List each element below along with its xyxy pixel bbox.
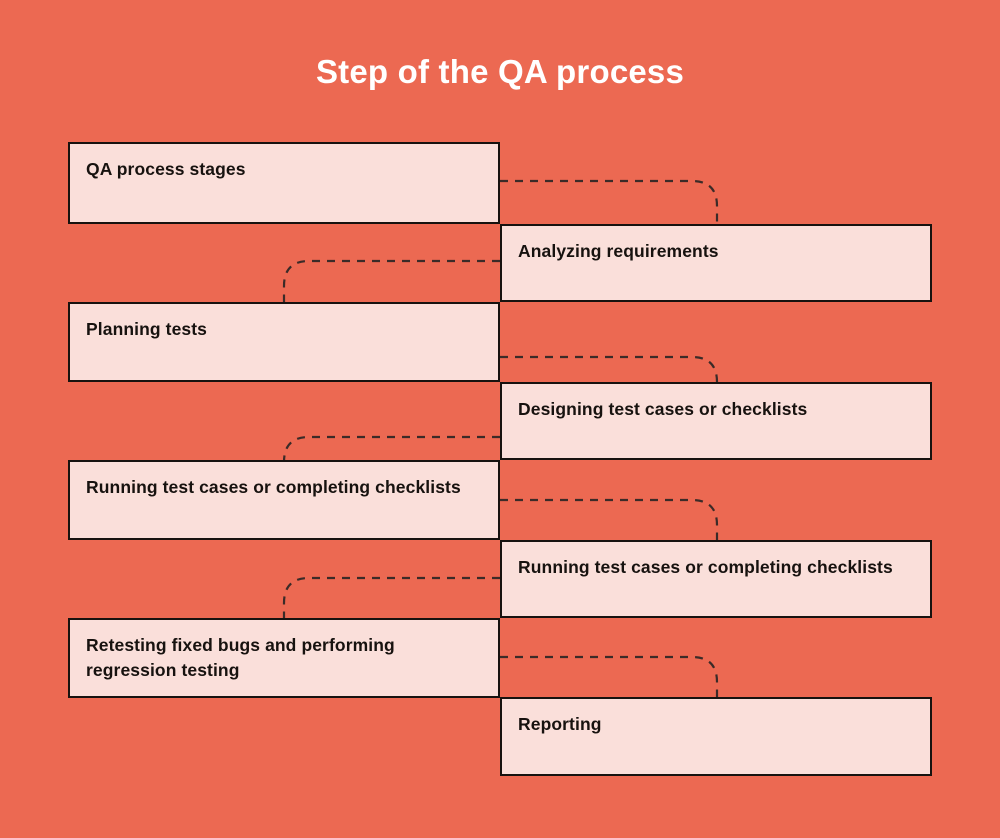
step-box-3-label: Planning tests <box>86 319 208 339</box>
connector-2 <box>282 259 500 303</box>
step-box-6[interactable]: Running test cases or completing checkli… <box>500 540 932 618</box>
step-box-1[interactable]: QA process stages <box>68 142 500 224</box>
connector-5 <box>500 498 719 540</box>
step-box-8[interactable]: Reporting <box>500 697 932 776</box>
step-box-6-label: Running test cases or completing checkli… <box>518 557 893 577</box>
step-box-7-label: Retesting fixed bugs and performing regr… <box>86 635 395 680</box>
step-box-8-label: Reporting <box>518 714 602 734</box>
connector-6 <box>282 576 500 618</box>
step-box-4-label: Designing test cases or checklists <box>518 399 808 419</box>
step-box-1-label: QA process stages <box>86 159 246 179</box>
step-box-5-label: Running test cases or completing checkli… <box>86 477 461 497</box>
step-box-2[interactable]: Analyzing requirements <box>500 224 932 302</box>
step-box-4[interactable]: Designing test cases or checklists <box>500 382 932 460</box>
connector-3 <box>500 355 719 383</box>
step-box-3[interactable]: Planning tests <box>68 302 500 382</box>
step-box-5[interactable]: Running test cases or completing checkli… <box>68 460 500 540</box>
step-box-2-label: Analyzing requirements <box>518 241 719 261</box>
connector-7 <box>500 655 719 697</box>
page-title: Step of the QA process <box>315 53 685 90</box>
step-box-7[interactable]: Retesting fixed bugs and performing regr… <box>68 618 500 698</box>
connector-1 <box>500 179 719 224</box>
connector-4 <box>282 435 500 463</box>
